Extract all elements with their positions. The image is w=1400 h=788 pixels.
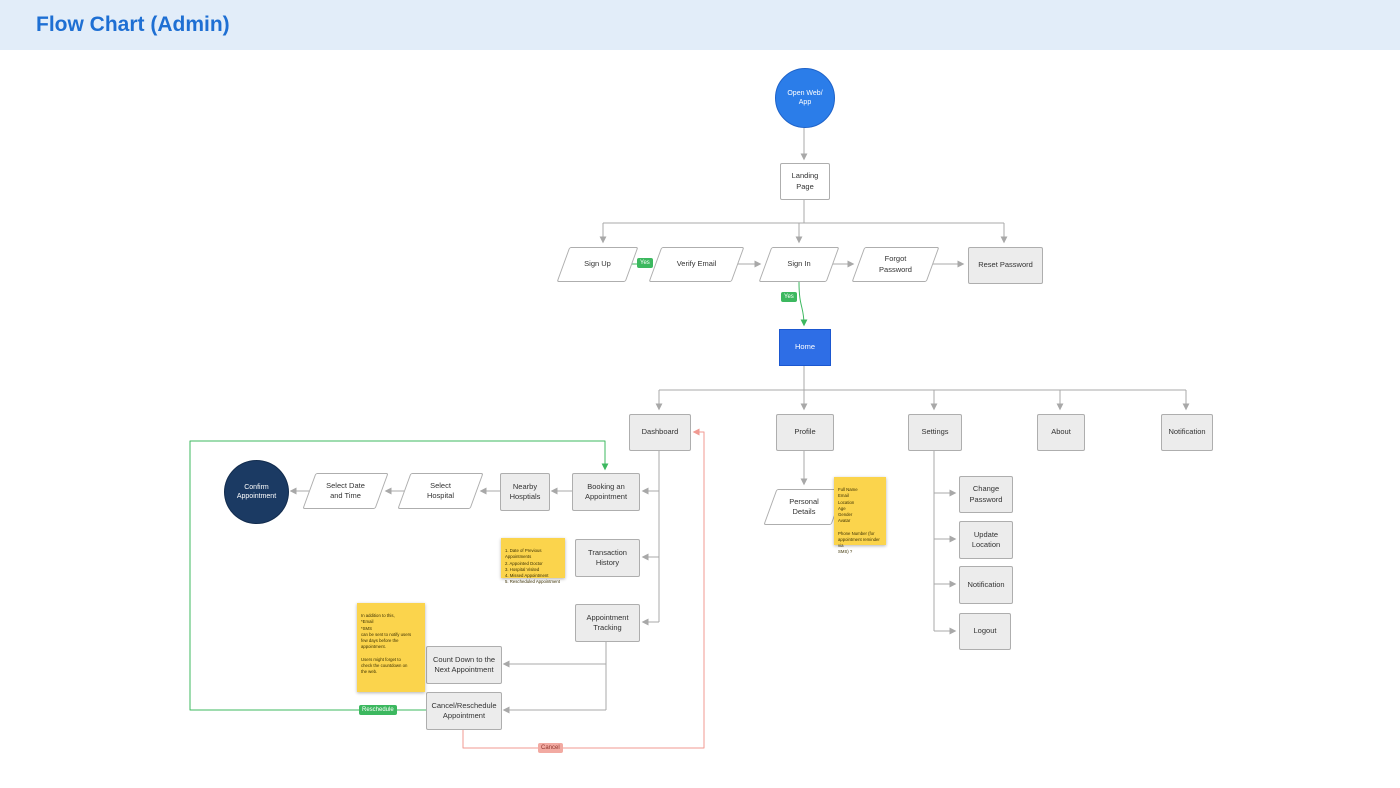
node-sign-in[interactable]: Sign In <box>758 247 840 282</box>
node-update-location[interactable]: Update Location <box>959 521 1013 559</box>
node-transaction-history[interactable]: Transaction History <box>575 539 640 577</box>
node-personal-details[interactable]: Personal Details <box>763 489 845 525</box>
gray-connectors <box>289 126 1190 714</box>
node-reset-password[interactable]: Reset Password <box>968 247 1043 284</box>
node-label: Count Down to the Next Appointment <box>432 654 496 674</box>
node-label: Open Web/ App <box>787 89 823 106</box>
node-notification[interactable]: Notification <box>1161 414 1213 451</box>
node-profile[interactable]: Profile <box>776 414 834 451</box>
node-select-hospital[interactable]: Select Hospital <box>397 473 484 509</box>
node-label: Change Password <box>969 484 1003 504</box>
node-label: Select Date and Time <box>326 480 365 500</box>
node-label: Cancel/Reschedule Appointment <box>431 700 497 720</box>
sticky-note-profile-fields[interactable]: Full Name Email Location Age Gender Avat… <box>834 477 886 554</box>
sticky-text: Full Name Email Location Age Gender Avat… <box>838 487 880 555</box>
node-open-web-app[interactable]: Open Web/ App <box>775 68 835 128</box>
edge-label-cancel[interactable]: Cancel <box>538 743 563 753</box>
edge-label-yes-signup[interactable]: Yes <box>637 258 653 268</box>
node-label: Notification <box>967 579 1005 589</box>
node-appointment-tracking[interactable]: Appointment Tracking <box>575 604 640 642</box>
node-label: Personal Details <box>789 496 819 516</box>
node-label: Forgot Password <box>879 254 912 274</box>
node-label: Appointment Tracking <box>586 612 629 632</box>
node-confirm-appointment[interactable]: Confirm Appointment <box>224 460 289 524</box>
node-booking-appointment[interactable]: Booking an Appointment <box>572 473 640 511</box>
node-label: Update Location <box>971 529 1001 549</box>
node-cancel-reschedule[interactable]: Cancel/Reschedule Appointment <box>426 692 502 730</box>
node-sign-up[interactable]: Sign Up <box>556 247 639 282</box>
node-forgot-password[interactable]: Forgot Password <box>851 247 940 282</box>
sticky-note-transactions[interactable]: 1. Date of Previous Appointments 2. Appo… <box>501 538 565 584</box>
node-change-password[interactable]: Change Password <box>959 476 1013 513</box>
node-label: About <box>1051 427 1071 437</box>
node-logout[interactable]: Logout <box>959 613 1011 650</box>
node-label: Notification <box>1168 427 1206 437</box>
sticky-text: In addition to this, *Email *SMS can be … <box>361 613 412 675</box>
node-nearby-hospitals[interactable]: Nearby Hosptials <box>500 473 550 511</box>
edge-label-yes-signin[interactable]: Yes <box>781 292 797 302</box>
page-title: Flow Chart (Admin) <box>36 13 230 36</box>
node-label: Verify Email <box>676 259 717 269</box>
node-label: Nearby Hosptials <box>509 481 541 501</box>
node-label: Home <box>794 342 815 352</box>
node-notification-setting[interactable]: Notification <box>959 566 1013 604</box>
node-label: Booking an Appointment <box>584 481 628 501</box>
node-verify-email[interactable]: Verify Email <box>648 247 745 282</box>
node-label: Profile <box>794 427 816 437</box>
node-label: Logout <box>973 626 997 636</box>
sticky-text: 1. Date of Previous Appointments 2. Appo… <box>505 548 560 585</box>
node-label: Landing Page <box>791 171 819 191</box>
node-home[interactable]: Home <box>779 329 831 366</box>
node-label: Reset Password <box>978 260 1033 270</box>
node-label: Select Hospital <box>426 480 455 500</box>
node-countdown[interactable]: Count Down to the Next Appointment <box>426 646 502 684</box>
node-label: Confirm Appointment <box>236 483 277 500</box>
node-label: Sign In <box>787 259 811 269</box>
node-dashboard[interactable]: Dashboard <box>629 414 691 451</box>
node-about[interactable]: About <box>1037 414 1085 451</box>
node-label: Dashboard <box>641 427 679 437</box>
node-landing-page[interactable]: Landing Page <box>780 163 830 200</box>
red-connectors <box>462 428 705 749</box>
edge-label-reschedule[interactable]: Reschedule <box>359 705 397 715</box>
page-header: Flow Chart (Admin) <box>0 0 1400 50</box>
node-select-date-time[interactable]: Select Date and Time <box>302 473 389 509</box>
node-label: Settings <box>921 427 949 437</box>
sticky-note-reminders[interactable]: In addition to this, *Email *SMS can be … <box>357 603 425 692</box>
node-settings[interactable]: Settings <box>908 414 962 451</box>
node-label: Transaction History <box>588 547 627 567</box>
node-label: Sign Up <box>584 259 611 269</box>
